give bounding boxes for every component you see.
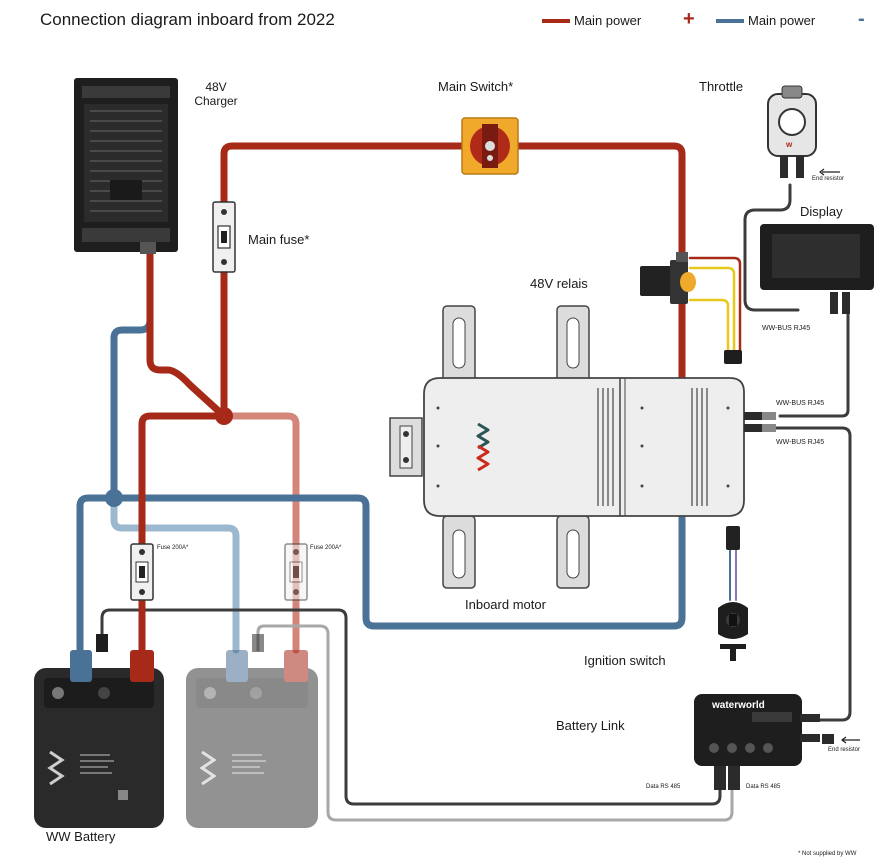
legend-negative-label: Main power <box>748 13 816 28</box>
battery-link-label: Battery Link <box>556 718 625 733</box>
svg-text:w: w <box>785 140 793 149</box>
ignition-switch-label: Ignition switch <box>584 653 666 668</box>
diagram-title: Connection diagram inboard from 2022 <box>40 10 335 29</box>
main-fuse <box>212 201 236 273</box>
negative-junction <box>105 489 123 507</box>
inboard-motor <box>389 305 776 589</box>
legend-positive-label: Main power <box>574 13 642 28</box>
battery-fuse-1 <box>130 543 154 601</box>
end-resistor-top-label: End resistor <box>812 176 845 182</box>
ignition-switch[interactable] <box>718 602 748 661</box>
fuse-label-2: Fuse 200A* <box>310 545 342 551</box>
legend-negative-swatch <box>716 19 744 23</box>
legend-positive-symbol: + <box>683 8 695 30</box>
footnote: * Not supplied by WW <box>798 851 857 857</box>
inboard-motor-label: Inboard motor <box>465 597 546 612</box>
wwbus-display-label: WW-BUS RJ45 <box>762 325 811 332</box>
positive-junction <box>215 407 233 425</box>
data-rs485-label-1: Data RS 485 <box>646 784 681 790</box>
data-rs485-label-2: Data RS 485 <box>746 784 781 790</box>
throttle-label: Throttle <box>699 79 744 94</box>
wire-positive-main <box>138 142 686 654</box>
charger <box>74 78 178 254</box>
legend-positive-swatch <box>542 19 570 23</box>
throttle[interactable]: w <box>767 85 840 178</box>
main-switch[interactable] <box>461 117 519 175</box>
ww-battery-1 <box>34 634 164 828</box>
main-switch-label: Main Switch* <box>438 79 514 94</box>
legend-negative-symbol: - <box>858 8 865 30</box>
ww-battery-label: WW Battery <box>46 829 116 844</box>
end-resistor-bottom-label: End resistor <box>828 747 861 753</box>
charger-label: 48V Charger <box>194 80 238 108</box>
wire-relais-control <box>688 256 742 354</box>
waterworld-brand: waterworld <box>711 700 765 711</box>
battery-link <box>694 694 860 790</box>
wwbus-label-2: WW-BUS RJ45 <box>776 439 825 446</box>
wire-ignition <box>729 549 737 601</box>
display[interactable] <box>760 224 874 314</box>
main-fuse-label: Main fuse* <box>248 232 310 247</box>
display-label: Display <box>800 204 843 219</box>
relais <box>640 252 742 364</box>
relais-label: 48V relais <box>530 276 588 291</box>
ww-battery-2 <box>186 634 318 828</box>
wire-negative-battery2 <box>110 494 240 654</box>
wwbus-label-1: WW-BUS RJ45 <box>776 400 825 407</box>
fuse-label-1: Fuse 200A* <box>157 545 189 551</box>
wire-positive-battery2 <box>220 412 300 654</box>
wire-data-battery2 <box>256 624 734 822</box>
wire-data-bus <box>743 183 852 722</box>
battery-fuse-2 <box>284 543 308 601</box>
wire-data-battery1 <box>100 608 722 806</box>
